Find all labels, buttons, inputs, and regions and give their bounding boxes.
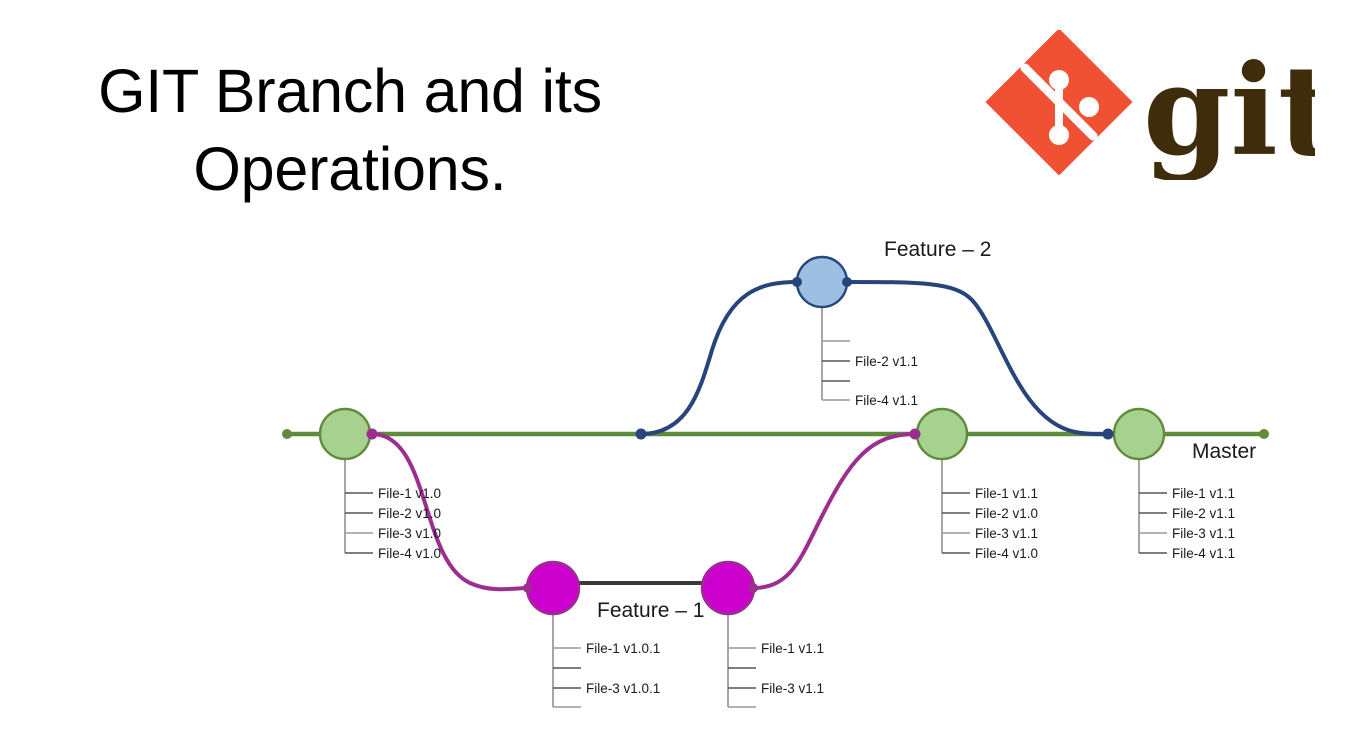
feature-2-node-left-icon [792,277,802,287]
feature-1-branch-point-icon [366,428,378,440]
commit-feature1-c1[interactable]: File-1 v1.0.1 File-3 v1.0.1 [525,560,660,708]
file-label: File-1 v1.1 [975,486,1038,501]
file-label: File-2 v1.1 [855,354,918,369]
branch-label-feature-2: Feature – 2 [884,238,991,261]
file-label: File-1 v1.0.1 [586,641,660,656]
branch-label-feature-1: Feature – 1 [597,599,704,622]
file-label: File-3 v1.0 [378,526,441,541]
commit-node[interactable] [700,560,756,616]
file-label: File-1 v1.0 [378,486,441,501]
commit-master-c2[interactable]: File-1 v1.1 File-2 v1.0 File-3 v1.1 File… [915,407,1038,561]
commit-node[interactable] [915,407,969,461]
file-label: File-3 v1.1 [761,681,824,696]
commit-feature1-c2[interactable]: File-1 v1.1 File-3 v1.1 [700,560,824,708]
file-label: File-2 v1.1 [1172,506,1235,521]
file-label: File-4 v1.0 [975,546,1038,561]
feature-2-node-right-icon [842,277,852,287]
master-end-cap-icon [1259,429,1269,439]
file-label: File-4 v1.1 [1172,546,1235,561]
file-label: File-3 v1.1 [1172,526,1235,541]
commit-master-c1[interactable]: File-1 v1.0 File-2 v1.0 File-3 v1.0 File… [318,407,441,561]
file-label: File-1 v1.1 [761,641,824,656]
feature-1-c2-right-icon [748,583,758,593]
commit-node[interactable] [525,560,581,616]
file-label: File-4 v1.0 [378,546,441,561]
commit-node[interactable] [1112,407,1166,461]
commit-feature2-c1[interactable]: File-2 v1.1 File-4 v1.1 [795,255,918,408]
feature-2-branch-point-icon [635,428,647,440]
commit-master-c3[interactable]: File-1 v1.1 File-2 v1.1 File-3 v1.1 File… [1112,407,1235,561]
git-wordmark: git [1143,38,1315,180]
file-label: File-2 v1.0 [378,506,441,521]
junction-dots [282,277,1269,593]
commit-node[interactable] [795,255,849,309]
git-logo: git [985,30,1315,180]
branch-line-feature-2 [640,280,1109,437]
file-label: File-1 v1.1 [1172,486,1235,501]
feature-1-merge-point-icon [909,428,921,440]
file-label: File-3 v1.0.1 [586,681,660,696]
branch-label-master: Master [1192,440,1256,463]
master-start-cap-icon [282,429,292,439]
feature-1-c1-left-icon [523,583,533,593]
git-diamond-icon [985,30,1133,176]
file-label: File-3 v1.1 [975,526,1038,541]
feature-2-merge-point-icon [1102,428,1114,440]
page-title: GIT Branch and its Operations. [98,57,602,204]
file-label: File-2 v1.0 [975,506,1038,521]
commit-node[interactable] [318,407,372,461]
file-label: File-4 v1.1 [855,393,918,408]
branch-line-feature-1 [371,432,916,592]
